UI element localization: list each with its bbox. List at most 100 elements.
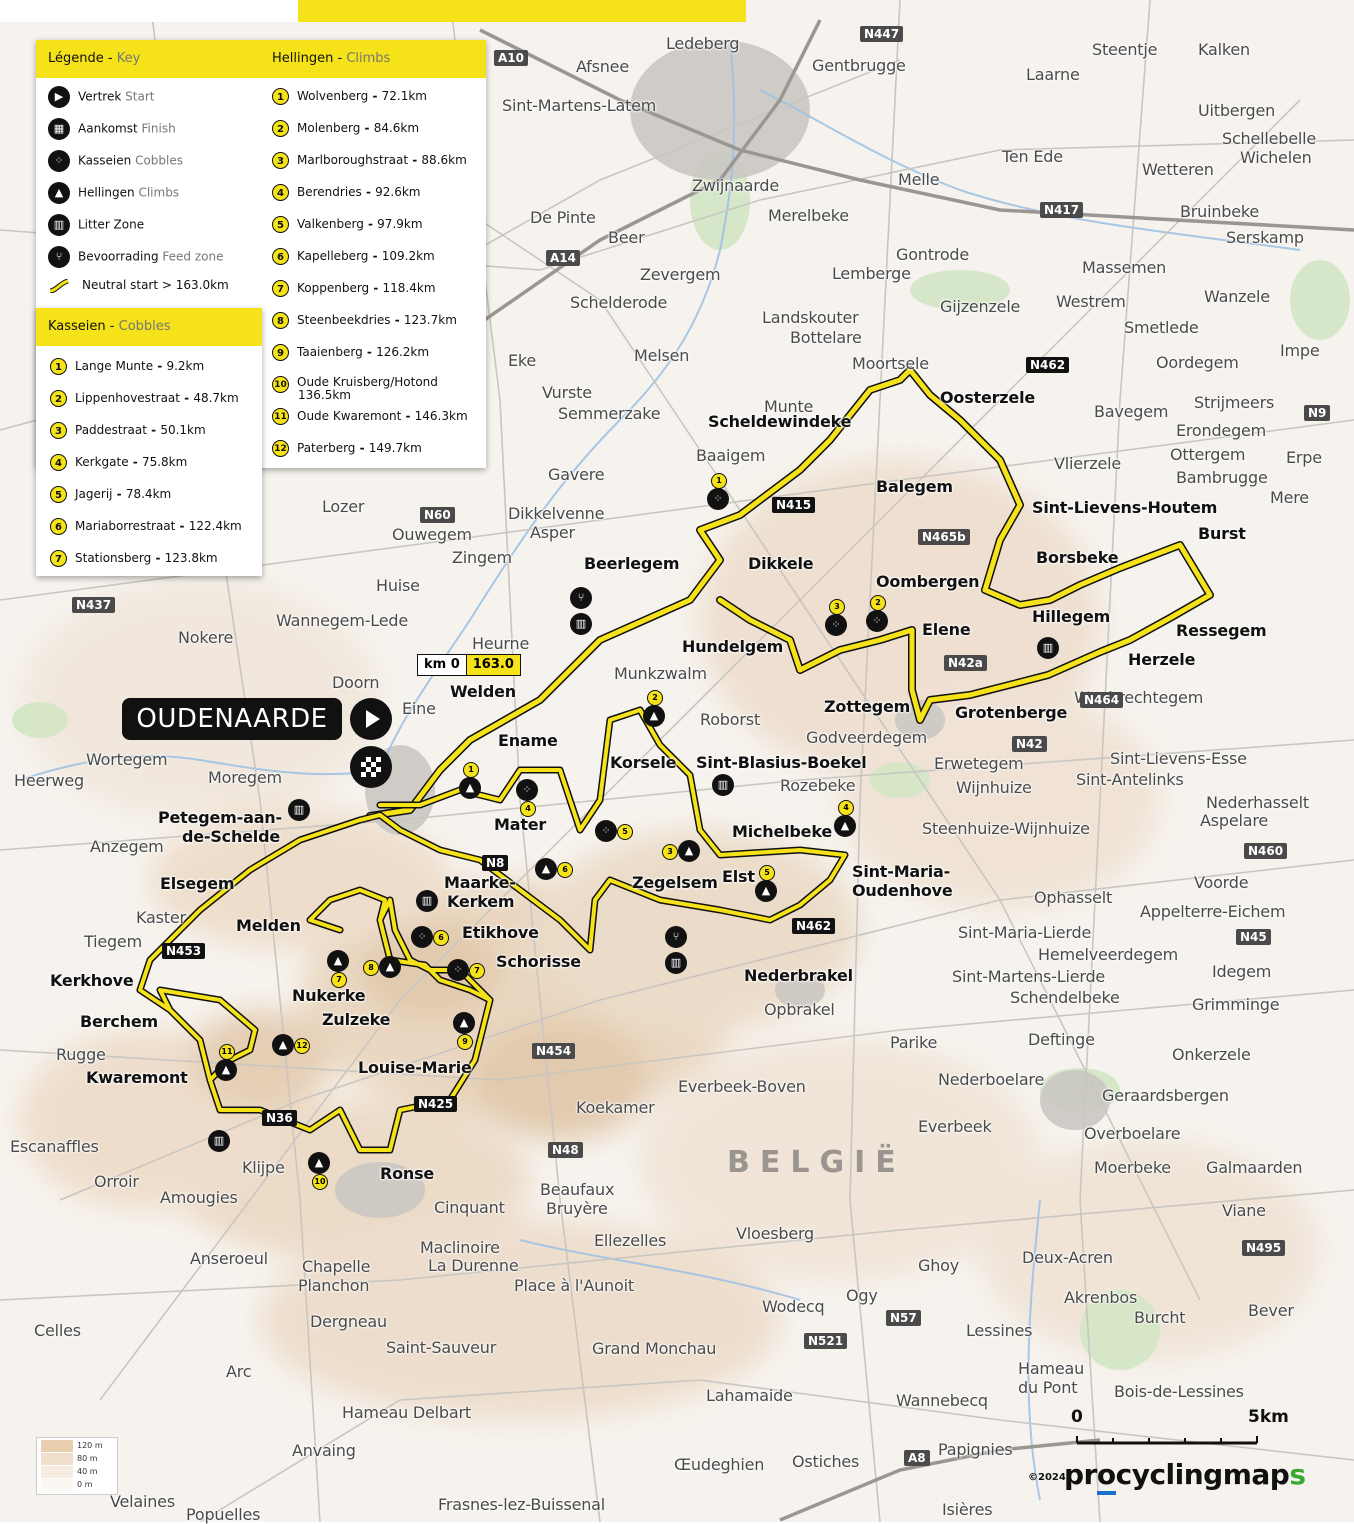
cobbles-name: Lippenhovestraat — [75, 391, 180, 405]
climb-icon: ▲ — [535, 858, 557, 880]
finish-flag-icon — [350, 746, 392, 788]
place-label: Frasnes-lez-Buissenal — [438, 1495, 606, 1514]
place-label: du Pont — [1018, 1378, 1078, 1397]
place-label: Orroir — [94, 1172, 139, 1191]
place-label: Afsnee — [576, 57, 629, 76]
climbs-km: 88.6km — [421, 153, 467, 167]
km0-label: km 0 — [424, 657, 460, 672]
place-label: Geraardsbergen — [1102, 1086, 1229, 1105]
place-label: Asper — [530, 523, 575, 542]
elevation-legend: 120 m 80 m 40 m 0 m — [36, 1437, 118, 1495]
cobbles-name: Mariaborrestraat — [75, 519, 176, 533]
climb-icon: ▲ — [327, 950, 349, 972]
brand-logo: procyclingmaps — [1064, 1458, 1306, 1495]
litter-bin-icon: ▥ — [208, 1130, 230, 1152]
cobbles-km: 123.8km — [164, 551, 218, 565]
climb-icon: ▲ — [643, 705, 665, 727]
cobbles-km: 122.4km — [188, 519, 242, 533]
place-label: Zevergem — [640, 265, 721, 284]
place-label: Appelterre-Eichem — [1140, 902, 1286, 921]
place-label: Oudenhove — [852, 881, 953, 900]
cobbles-name: Stationsberg — [75, 551, 152, 565]
place-label: Anseroeul — [190, 1249, 268, 1268]
place-label: Klijpe — [242, 1158, 285, 1177]
climbs-km: 146.3km — [414, 409, 468, 423]
place-label: Nederhasselt — [1206, 793, 1309, 812]
road-number-label: N464 — [1080, 692, 1124, 708]
place-label: Deux-Acren — [1022, 1248, 1113, 1267]
place-label: Sint-Blasius-Boekel — [696, 753, 867, 772]
place-label: Dergneau — [310, 1312, 387, 1331]
road-number-label: N45 — [1236, 929, 1271, 945]
place-label: Aspelare — [1200, 811, 1269, 830]
climbs-name: Taaienberg — [297, 345, 363, 359]
place-label: Zingem — [452, 548, 512, 567]
place-label: Nukerke — [292, 986, 366, 1005]
place-label: Munte — [764, 397, 814, 416]
climb-icon: ▲ — [272, 1034, 294, 1056]
marker-number-badge: 5 — [759, 865, 775, 881]
place-label: Wijnhuize — [956, 778, 1032, 797]
place-label: Bambrugge — [1176, 468, 1268, 487]
place-label: Mere — [1270, 488, 1309, 507]
cobbles-km: 78.4km — [125, 487, 172, 501]
place-label: Schendelbeke — [1010, 988, 1120, 1007]
number-badge: 9 — [272, 344, 289, 361]
place-label: Sint-Maria- — [852, 862, 951, 881]
place-label: Zwijnaarde — [692, 176, 779, 195]
place-label: Popuelles — [186, 1505, 261, 1524]
place-label: Beerlegem — [584, 554, 680, 573]
place-label: Strijmeers — [1194, 393, 1275, 412]
number-badge: 2 — [272, 120, 289, 137]
place-label: Anzegem — [90, 837, 164, 856]
legend-item: ▥Litter Zone — [48, 214, 144, 236]
place-label: Idegem — [1212, 962, 1272, 981]
road-number-label: N495 — [1242, 1240, 1286, 1256]
road-number-label: N521 — [804, 1333, 848, 1349]
place-label: Nederboelare — [938, 1070, 1045, 1089]
legend-item-label: Kasseien — [78, 153, 132, 168]
place-label: Ghoy — [918, 1256, 959, 1275]
place-label: Lessines — [966, 1321, 1033, 1340]
place-label: Koekamer — [576, 1098, 655, 1117]
climbs-km: 92.6km — [375, 185, 421, 199]
place-label: Saint-Sauveur — [386, 1338, 497, 1357]
climbs-name: Wolvenberg — [297, 89, 369, 103]
number-badge: 3 — [50, 422, 67, 439]
place-label: Sint-Martens-Latem — [502, 96, 657, 115]
climbs-km: 126.2km — [376, 345, 430, 359]
place-label: Burcht — [1134, 1308, 1186, 1327]
legend-item: ▶Vertrek Start — [48, 86, 154, 108]
legend-item-label-en: Finish — [141, 121, 176, 136]
number-badge: 4 — [272, 184, 289, 201]
litter-bin-icon: ▥ — [570, 613, 592, 635]
top-bar-left — [0, 0, 298, 22]
marker-number-badge: 7 — [469, 963, 485, 979]
place-label: Heurne — [472, 634, 530, 653]
place-label: Sint-Martens-Lierde — [952, 967, 1106, 986]
place-label: Sint-Maria-Lierde — [958, 923, 1092, 942]
place-label: Godveerdegem — [806, 728, 927, 747]
cobbles-icon: ⁘ — [825, 614, 847, 636]
climbs-name: Berendries — [297, 185, 362, 199]
road-number-label: A14 — [546, 250, 580, 266]
climb-icon: ▲ — [755, 880, 777, 902]
road-number-label: N460 — [1244, 843, 1288, 859]
cobbles-icon: ⁘ — [48, 150, 70, 172]
place-label: Wortegem — [86, 750, 168, 769]
place-label: Melden — [236, 916, 301, 935]
place-label: Roborst — [700, 710, 760, 729]
climb-icon: ▲ — [678, 840, 700, 862]
climb-icon: ▲ — [459, 777, 481, 799]
climb-icon: ▲ — [834, 815, 856, 837]
place-label: Lozer — [322, 497, 365, 516]
place-label: Beaufaux — [540, 1180, 615, 1199]
cobbles-name: Lange Munte — [75, 359, 154, 373]
road-number-label: N36 — [262, 1110, 297, 1126]
place-label: Schorisse — [496, 952, 581, 971]
